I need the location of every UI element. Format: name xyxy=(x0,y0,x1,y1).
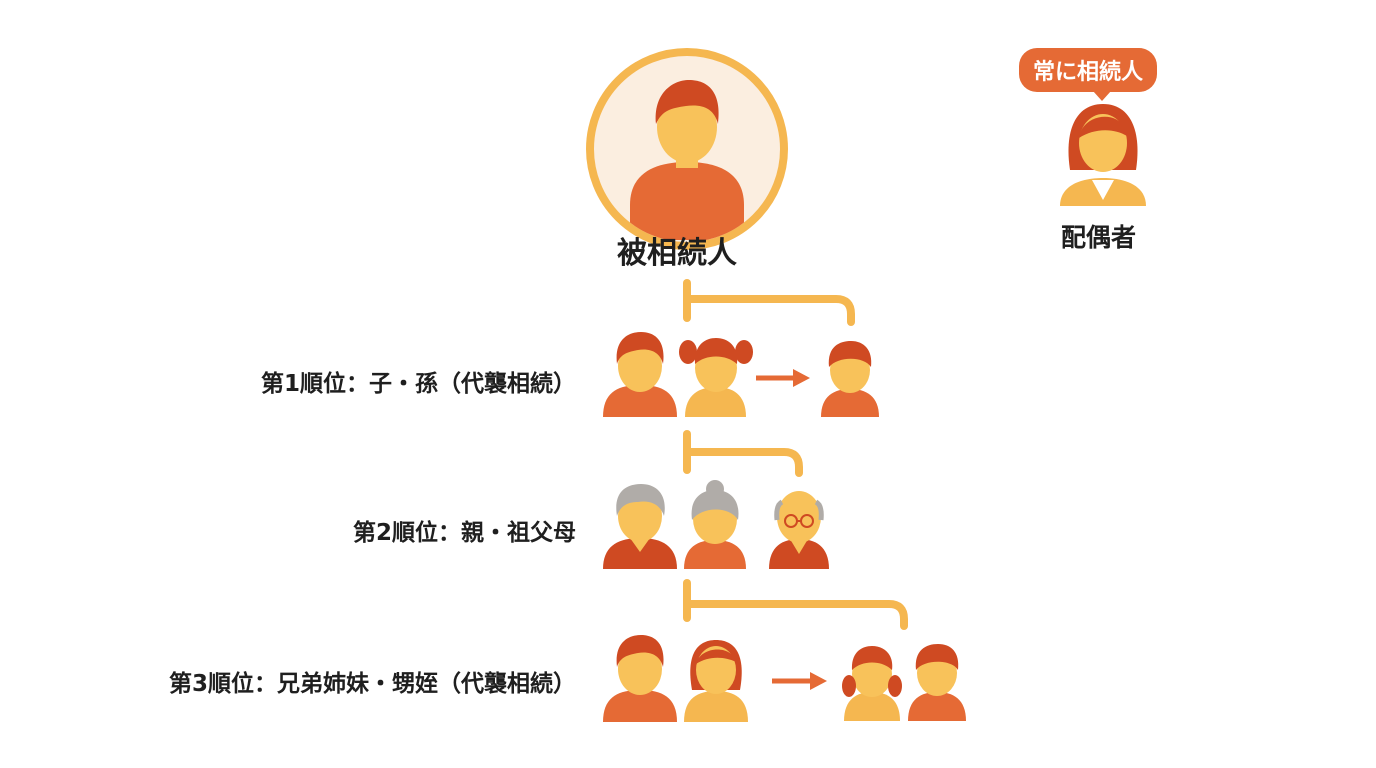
father-icon xyxy=(603,484,677,569)
nephew-icon xyxy=(908,644,966,721)
rank3-label: 第3順位：兄弟姉妹・甥姪（代襲相続） xyxy=(168,671,576,697)
grandchild-icon xyxy=(821,341,879,417)
rank2-label: 第2順位：親・祖父母 xyxy=(352,520,576,546)
rank1-label: 第1順位：子・孫（代襲相続） xyxy=(260,371,576,397)
daughter-icon xyxy=(679,338,753,417)
always-heir-badge: 常に相続人 xyxy=(1019,48,1158,101)
grandfather-icon xyxy=(769,491,829,569)
rank3-connector xyxy=(683,579,908,630)
niece-icon xyxy=(842,646,902,721)
rank1-connector xyxy=(683,279,855,326)
spouse-label: 配偶者 xyxy=(1061,223,1137,252)
decedent-node xyxy=(586,48,788,250)
woman-icon xyxy=(1060,104,1146,206)
man-icon xyxy=(630,80,744,240)
rank2-connector xyxy=(683,430,803,477)
sister-icon xyxy=(684,640,748,722)
mother-icon xyxy=(684,480,746,569)
son-icon xyxy=(603,332,677,417)
arrow-right-icon xyxy=(772,672,827,690)
brother-icon xyxy=(603,635,677,722)
decedent-label: 被相続人 xyxy=(617,236,737,271)
arrow-right-icon xyxy=(756,369,810,387)
